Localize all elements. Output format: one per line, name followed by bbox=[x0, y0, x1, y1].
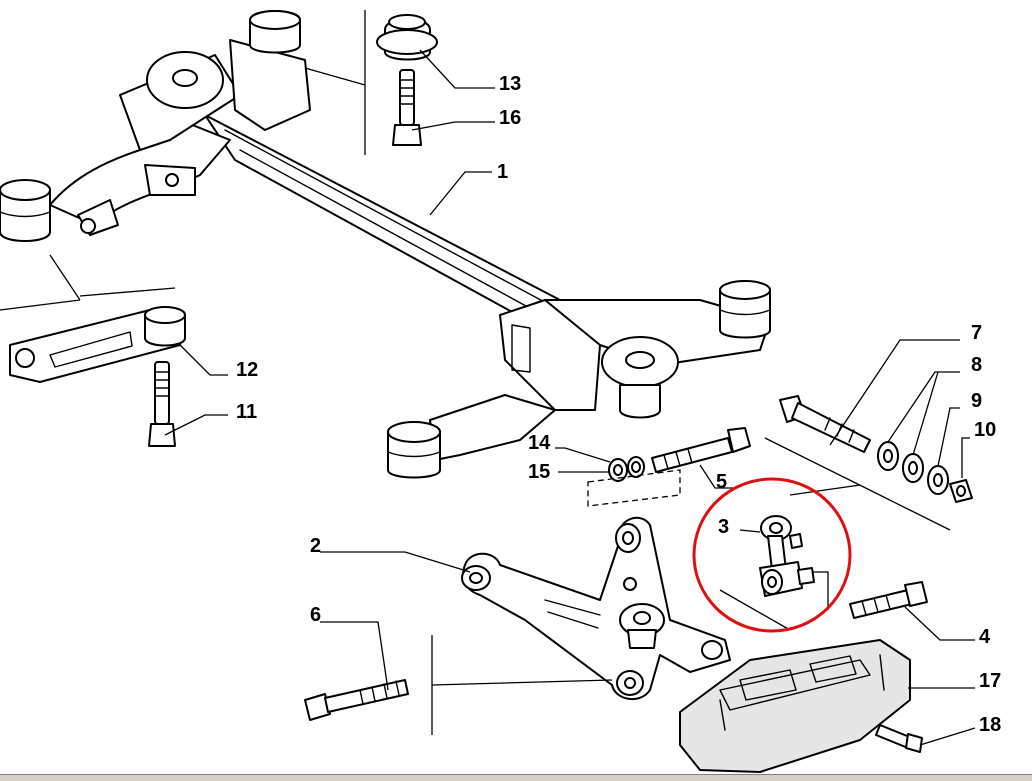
callout-6: 6 bbox=[310, 604, 321, 626]
control-arm-2 bbox=[461, 516, 731, 700]
callout-13: 13 bbox=[499, 73, 521, 95]
callout-17: 17 bbox=[979, 670, 1001, 692]
bolt-6 bbox=[304, 679, 409, 721]
callout-3: 3 bbox=[718, 516, 729, 538]
washers-8-9-nut-10 bbox=[877, 441, 973, 503]
callout-4: 4 bbox=[979, 626, 991, 648]
callout-7: 7 bbox=[971, 322, 982, 344]
callout-15: 15 bbox=[528, 461, 550, 483]
callout-labels: 1 2 3 4 5 6 7 8 9 10 11 12 13 14 15 16 1… bbox=[236, 73, 1001, 736]
highlight-circle bbox=[692, 477, 852, 633]
window-bottom-edge bbox=[0, 774, 1032, 781]
callout-9: 9 bbox=[971, 390, 982, 412]
callout-8: 8 bbox=[971, 354, 982, 376]
rear-subframe bbox=[0, 10, 771, 479]
callout-14: 14 bbox=[528, 432, 551, 454]
callout-12: 12 bbox=[236, 359, 258, 381]
bolt-7 bbox=[779, 395, 871, 453]
washers-14-15 bbox=[608, 456, 645, 482]
shield-cover-17 bbox=[679, 639, 911, 773]
bolt-4 bbox=[849, 581, 928, 619]
top-bushing-and-bolt bbox=[376, 14, 438, 146]
left-bracket-and-bolt bbox=[9, 306, 186, 447]
callout-2: 2 bbox=[310, 535, 321, 557]
callout-5: 5 bbox=[716, 471, 727, 493]
callout-1: 1 bbox=[497, 161, 508, 183]
reference-lines bbox=[0, 10, 951, 735]
callout-18: 18 bbox=[979, 714, 1001, 736]
callout-leaders bbox=[164, 49, 976, 746]
callout-11: 11 bbox=[236, 401, 257, 423]
callout-16: 16 bbox=[499, 107, 521, 129]
bolt-5 bbox=[651, 427, 751, 473]
stabilizer-link-3 bbox=[759, 515, 815, 597]
screw-18 bbox=[875, 724, 923, 753]
callout-10: 10 bbox=[974, 419, 996, 441]
